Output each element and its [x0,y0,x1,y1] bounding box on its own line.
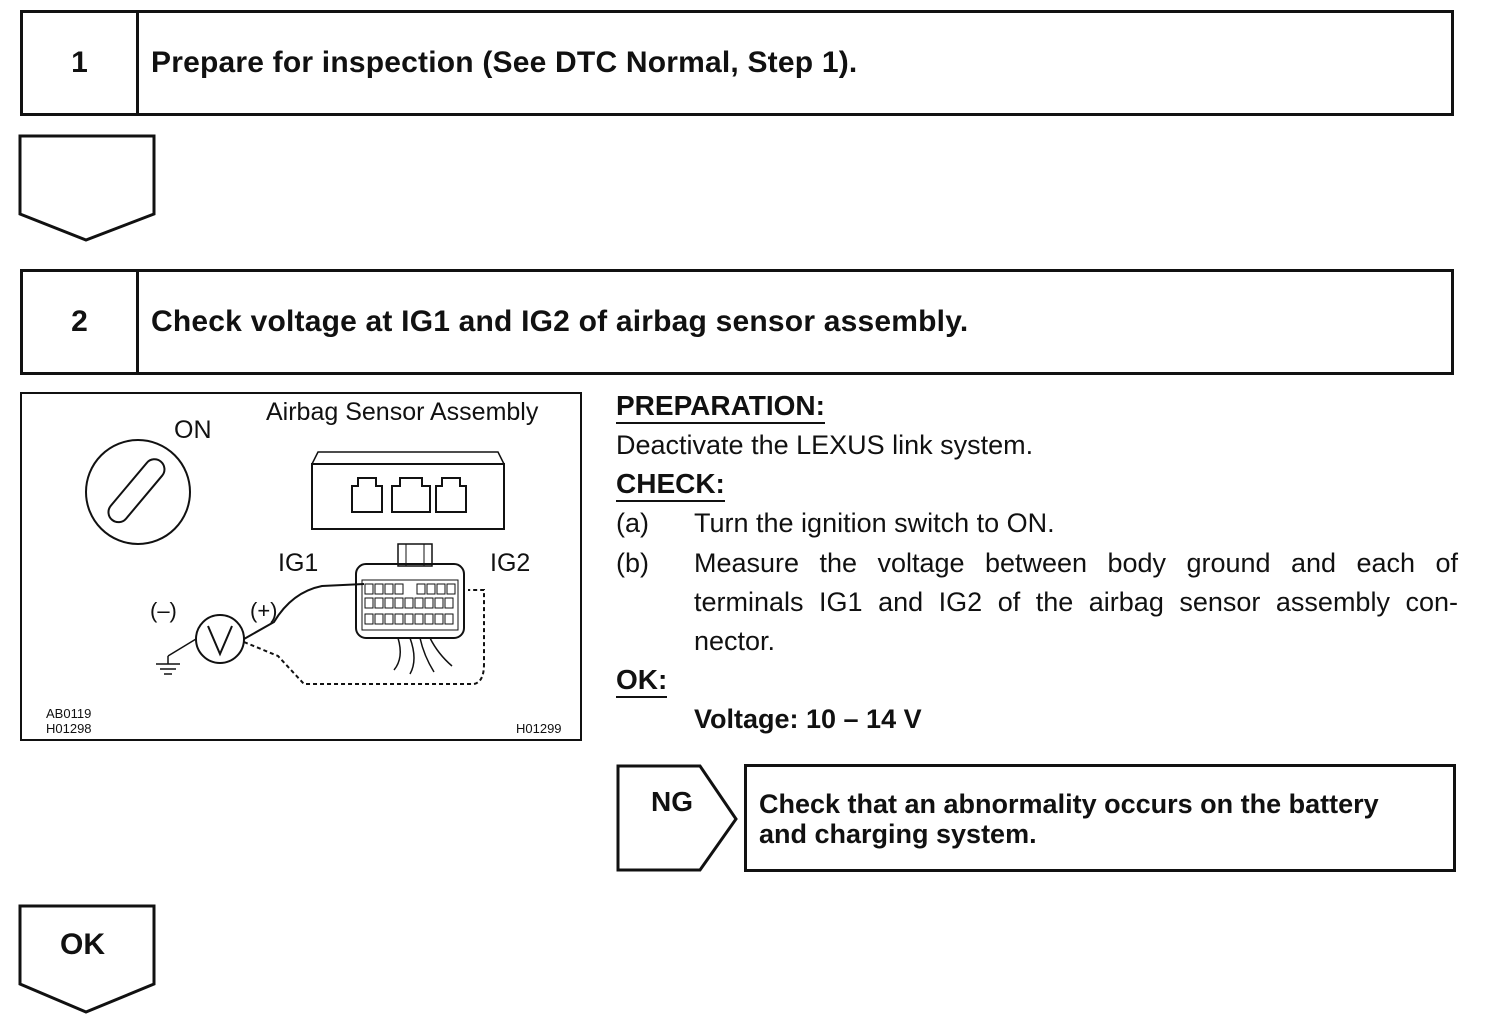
ng-action-line-2: and charging system. [759,819,1037,849]
ground-symbol-icon [156,638,197,675]
probe-lead-solid [243,583,365,640]
step-1-box: 1 Prepare for inspection (See DTC Normal… [20,10,1454,116]
step-2-number: 2 [23,272,139,372]
negative-terminal-label: (–) [150,598,177,623]
ignition-switch-icon [85,439,191,545]
assembly-label: Airbag Sensor Assembly [266,398,539,426]
preparation-header: PREPARATION: [616,390,825,424]
connector-housing-icon [311,451,505,530]
item-a-text: Turn the ignition switch to ON. [694,508,1055,538]
ok-value: Voltage: 10 – 14 V [694,704,922,734]
positive-terminal-label: (+) [250,598,278,623]
ng-arrow-icon [616,764,738,872]
ng-label: NG [651,786,693,817]
item-b-line-2: terminals IG1 and IG2 of the airbag sens… [694,587,1458,617]
step-1-title: Prepare for inspection (See DTC Normal, … [151,46,858,79]
figure-code-2: H01298 [46,721,92,736]
check-header: CHECK: [616,468,725,502]
ng-action-text: Check that an abnormality occurs on the … [759,789,1379,849]
ignition-on-label: ON [174,416,212,444]
ok-header: OK: [616,664,668,698]
preparation-text: Deactivate the LEXUS link system. [616,430,1034,460]
ig2-label: IG2 [490,549,531,577]
item-a-marker: (a) [616,508,649,538]
item-b-line-3: nector. [694,626,776,656]
ok-arrow-label: OK [60,928,105,961]
ignition-key-slot-icon [107,458,166,524]
diagram-drawing [85,439,505,685]
figure-code-3: H01299 [516,721,562,736]
item-b-line-1: Measure the voltage between body ground … [694,548,1458,578]
ng-action-box: Check that an abnormality occurs on the … [744,764,1456,872]
probe-lead-dashed [243,589,485,685]
step-1-number: 1 [23,13,139,113]
step-2-title: Check voltage at IG1 and IG2 of airbag s… [151,305,969,338]
ok-down-arrow-icon [18,904,156,1014]
ng-action-line-1: Check that an abnormality occurs on the … [759,789,1379,819]
ig1-label: IG1 [278,549,319,577]
step-2-box: 2 Check voltage at IG1 and IG2 of airbag… [20,269,1454,375]
item-b-marker: (b) [616,548,649,578]
airbag-sensor-diagram: ON Airbag Sensor Assembly IG1 IG2 (–) (+… [20,392,582,741]
harness-connector-icon [355,543,465,675]
down-arrow-icon [18,134,156,242]
figure-code-1: AB0119 [46,706,92,721]
